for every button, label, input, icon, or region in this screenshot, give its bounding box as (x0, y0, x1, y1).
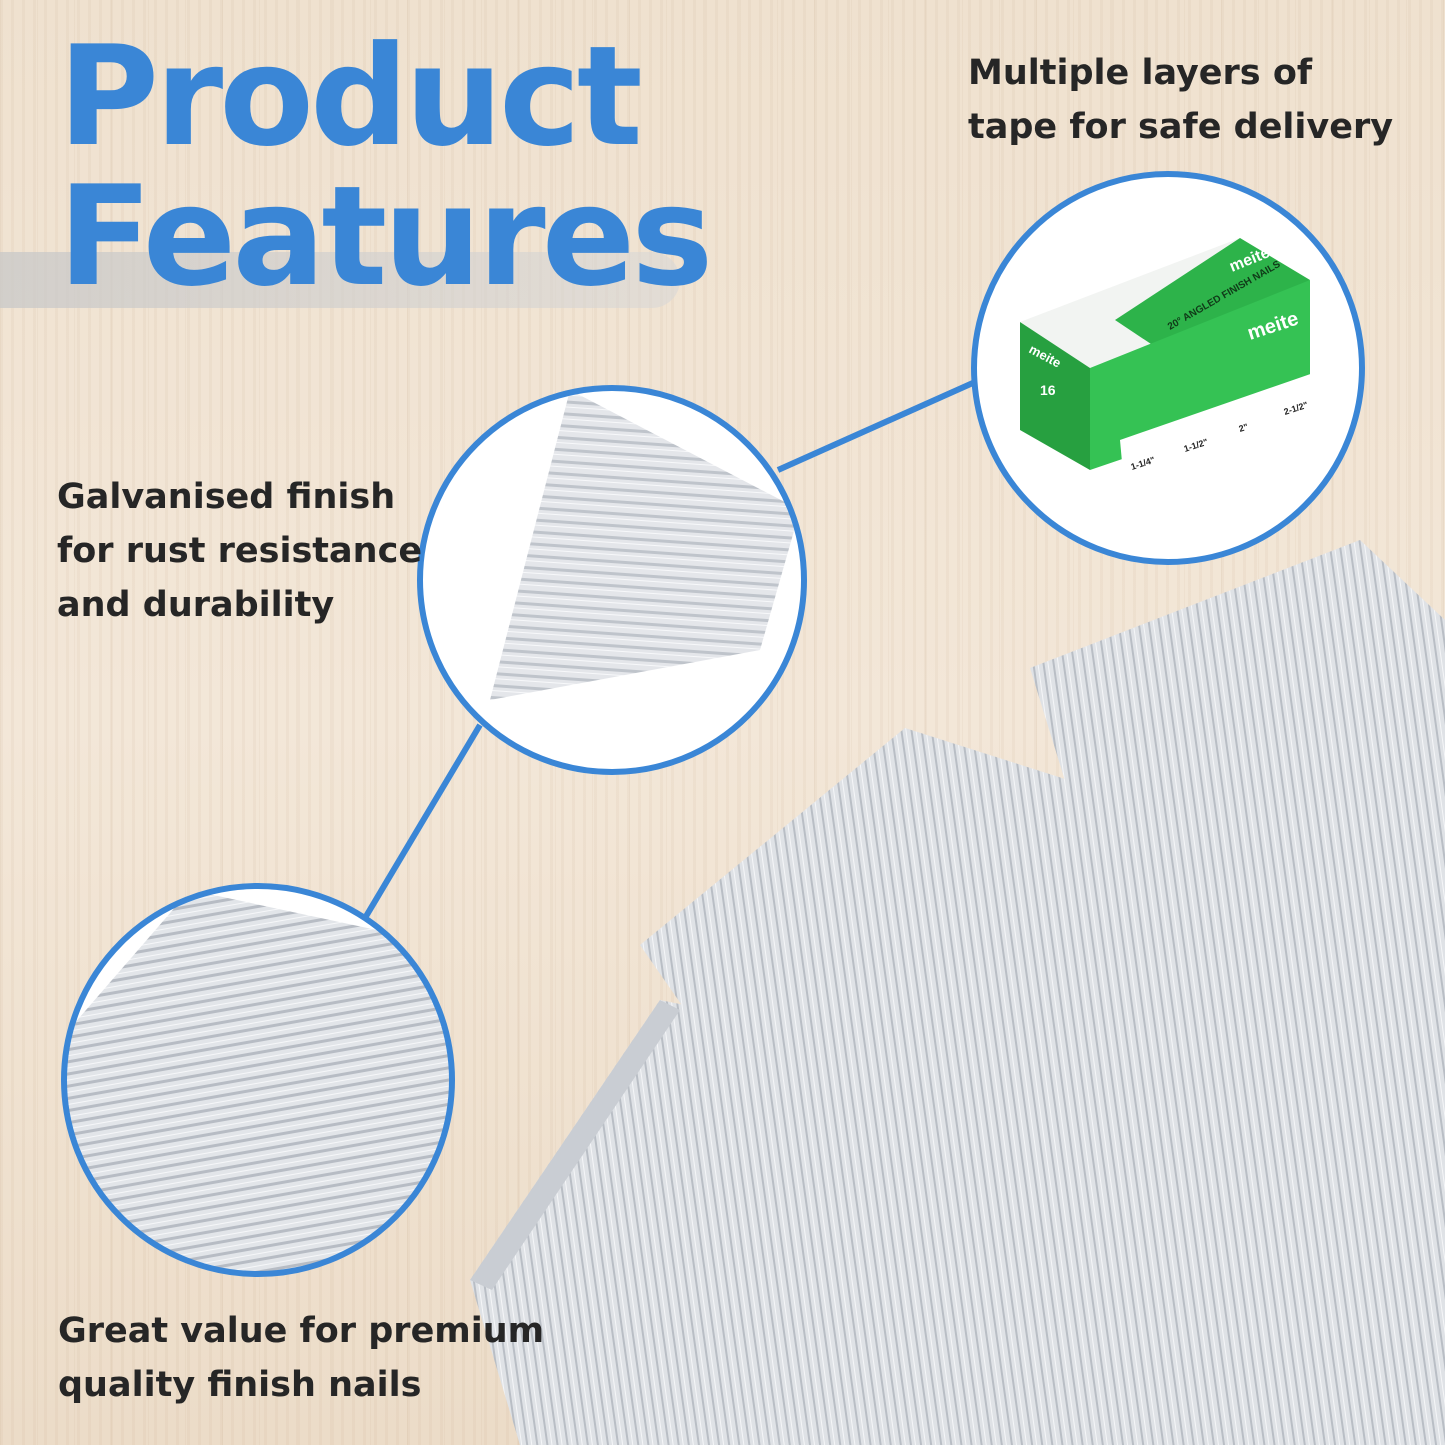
title-highlight-band (0, 252, 680, 308)
callout-circle-galvanised (417, 385, 807, 775)
connector-line-2 (362, 723, 483, 920)
nail-strip-middle (640, 728, 1445, 1240)
feature-galvanised-line3: and durability (57, 585, 335, 625)
page-title-line2: Features (58, 156, 713, 317)
feature-safe-delivery-line2: tape for safe delivery (968, 107, 1394, 147)
feature-safe-delivery-line1: Multiple layers of (968, 53, 1313, 93)
feature-great-value-line2: quality finish nails (58, 1365, 422, 1405)
box-gauge: 16 (1040, 382, 1056, 398)
box-size-3: 2" (1238, 422, 1250, 434)
callout-circle-box: meite meite 20° ANGLED FINISH NAILS 1-1/… (971, 171, 1365, 565)
nail-strip-front (470, 1000, 1445, 1445)
callout-circle-premium (61, 883, 455, 1277)
feature-great-value-line1: Great value for premium (58, 1311, 545, 1351)
connector-line-1 (776, 379, 977, 473)
box-front (1090, 280, 1310, 470)
box-side (1020, 322, 1090, 470)
feature-safe-delivery: Multiple layers of tape for safe deliver… (968, 46, 1393, 154)
feature-galvanised: Galvanised finish for rust resistance an… (57, 470, 422, 632)
feature-galvanised-line1: Galvanised finish (57, 477, 396, 517)
feature-galvanised-line2: for rust resistance (57, 531, 423, 571)
feature-great-value: Great value for premium quality finish n… (58, 1304, 544, 1412)
page-title-line1: Product (58, 16, 643, 177)
